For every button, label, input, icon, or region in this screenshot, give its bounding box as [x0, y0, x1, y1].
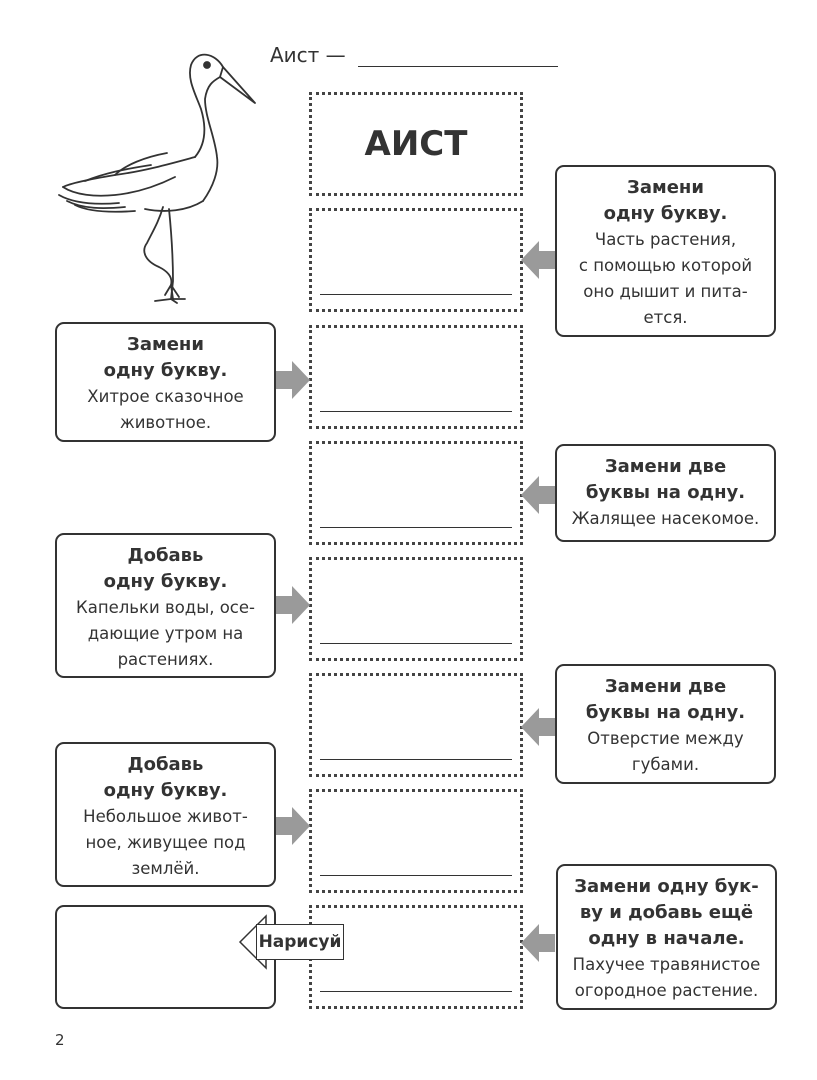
answer-line[interactable] — [320, 875, 512, 876]
chain-box-5[interactable] — [309, 673, 523, 777]
chain-box-6[interactable] — [309, 789, 523, 893]
clue-title: Добавь одну букву. — [103, 754, 228, 801]
clue-box-1: Замени одну букву. Часть растения, с пом… — [555, 165, 776, 337]
clue-description: Пахучее травянистое огородное растение. — [572, 955, 761, 1000]
stork-illustration — [58, 53, 256, 304]
answer-line[interactable] — [320, 411, 512, 412]
header-label: Аист — — [270, 43, 346, 67]
clue-description: Хитрое сказочное животное. — [87, 387, 244, 432]
answer-line[interactable] — [320, 527, 512, 528]
clue-description: Отверстие между губами. — [587, 729, 744, 774]
right-arrow-icon — [276, 807, 310, 845]
clue-box-6: Добавь одну букву. Небольшое живот- ное,… — [55, 742, 276, 887]
clue-box-4: Добавь одну букву. Капельки воды, осе- д… — [55, 533, 276, 678]
left-arrow-icon — [521, 241, 555, 279]
left-arrow-icon — [521, 476, 555, 514]
clue-title: Замени две буквы на одну. — [585, 676, 746, 723]
clue-title: Замени одну букву. — [103, 334, 228, 381]
start-word: АИСТ — [364, 124, 468, 164]
clue-title: Замени одну букву. — [603, 177, 728, 224]
left-arrow-icon — [521, 924, 555, 962]
draw-label: Нарисуй — [256, 924, 344, 960]
clue-box-3: Замени две буквы на одну. Жалящее насеко… — [555, 444, 776, 542]
clue-box-5: Замени две буквы на одну. Отверстие межд… — [555, 664, 776, 784]
chain-box-1[interactable] — [309, 208, 523, 312]
clue-description: Небольшое живот- ное, живущее под землёй… — [83, 807, 248, 878]
clue-title: Замени одну бук- ву и добавь ещё одну в … — [574, 876, 759, 949]
left-arrow-icon — [521, 708, 555, 746]
chain-box-3[interactable] — [309, 441, 523, 545]
clue-description: Капельки воды, осе- дающие утром на раст… — [76, 598, 255, 669]
answer-line[interactable] — [320, 294, 512, 295]
clue-box-7: Замени одну бук- ву и добавь ещё одну в … — [556, 864, 777, 1010]
right-arrow-icon — [276, 361, 310, 399]
clue-description: Часть растения, с помощью которой оно ды… — [578, 230, 753, 327]
chain-box-start — [309, 92, 523, 196]
right-arrow-icon — [276, 586, 310, 624]
answer-line[interactable] — [320, 759, 512, 760]
answer-line[interactable] — [320, 643, 512, 644]
clue-description: Жалящее насекомое. — [571, 509, 760, 528]
chain-box-4[interactable] — [309, 557, 523, 661]
chain-box-2[interactable] — [309, 325, 523, 429]
answer-line-header[interactable] — [358, 66, 558, 67]
answer-line[interactable] — [320, 991, 512, 992]
clue-title: Замени две буквы на одну. — [585, 456, 746, 503]
clue-box-2: Замени одну букву. Хитрое сказочное живо… — [55, 322, 276, 442]
clue-title: Добавь одну букву. — [103, 545, 228, 592]
page-number: 2 — [55, 1031, 65, 1049]
